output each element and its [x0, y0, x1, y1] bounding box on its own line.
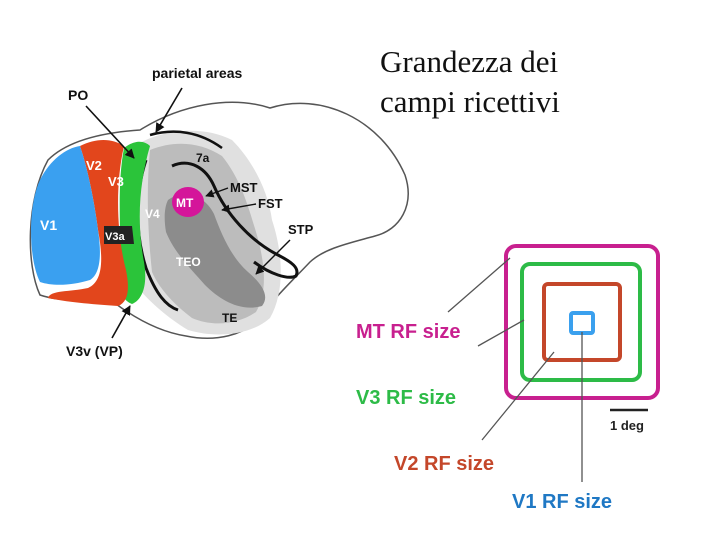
- label-teo: TEO: [176, 255, 201, 269]
- label-mst: MST: [230, 180, 258, 195]
- label-v1: V1: [40, 217, 57, 233]
- area-gray-dark: [164, 194, 266, 308]
- area-v1: [31, 146, 100, 285]
- sulcus-ips: [149, 130, 223, 150]
- label-po: PO: [68, 87, 88, 103]
- label-v2-rf-size: V2 RF size: [394, 453, 494, 475]
- label-fst: FST: [258, 196, 283, 211]
- scale-bar-label: 1 deg: [610, 418, 644, 433]
- rf-square-v1: [569, 311, 595, 335]
- area-v3: [119, 141, 150, 304]
- label-v3: V3: [108, 174, 124, 189]
- area-v3a: [104, 226, 134, 244]
- leader-mt: [447, 257, 511, 313]
- leader-v3: [477, 319, 525, 347]
- label-mt: MT: [176, 196, 194, 210]
- label-stp: STP: [288, 222, 314, 237]
- leader-v2: [481, 351, 555, 441]
- label-v2: V2: [86, 158, 102, 173]
- arrow-parietal: [155, 87, 183, 133]
- label-v3v: V3v (VP): [66, 343, 123, 359]
- title-line-1: Grandezza dei: [380, 44, 559, 79]
- arrow-mst: [205, 187, 229, 198]
- arrow-v3v: [111, 305, 131, 339]
- label-7a: 7a: [196, 151, 210, 165]
- label-v1-rf-size: V1 RF size: [512, 491, 612, 513]
- label-v4: V4: [145, 207, 160, 221]
- label-mt-rf-size: MT RF size: [356, 321, 460, 343]
- arrow-po: [85, 105, 135, 159]
- area-v2: [48, 140, 128, 306]
- slide-title: Grandezza dei campi ricettivi: [380, 42, 670, 122]
- label-parietal-areas: parietal areas: [152, 65, 242, 81]
- rf-square-v3: [520, 262, 642, 382]
- arrow-stp: [255, 239, 291, 275]
- label-v3-rf-size: V3 RF size: [356, 387, 456, 409]
- arrow-fst: [221, 203, 257, 213]
- label-v3a: V3a: [105, 231, 125, 243]
- area-mt: [172, 187, 204, 217]
- title-line-2: campi ricettivi: [380, 84, 560, 119]
- label-te: TE: [222, 311, 237, 325]
